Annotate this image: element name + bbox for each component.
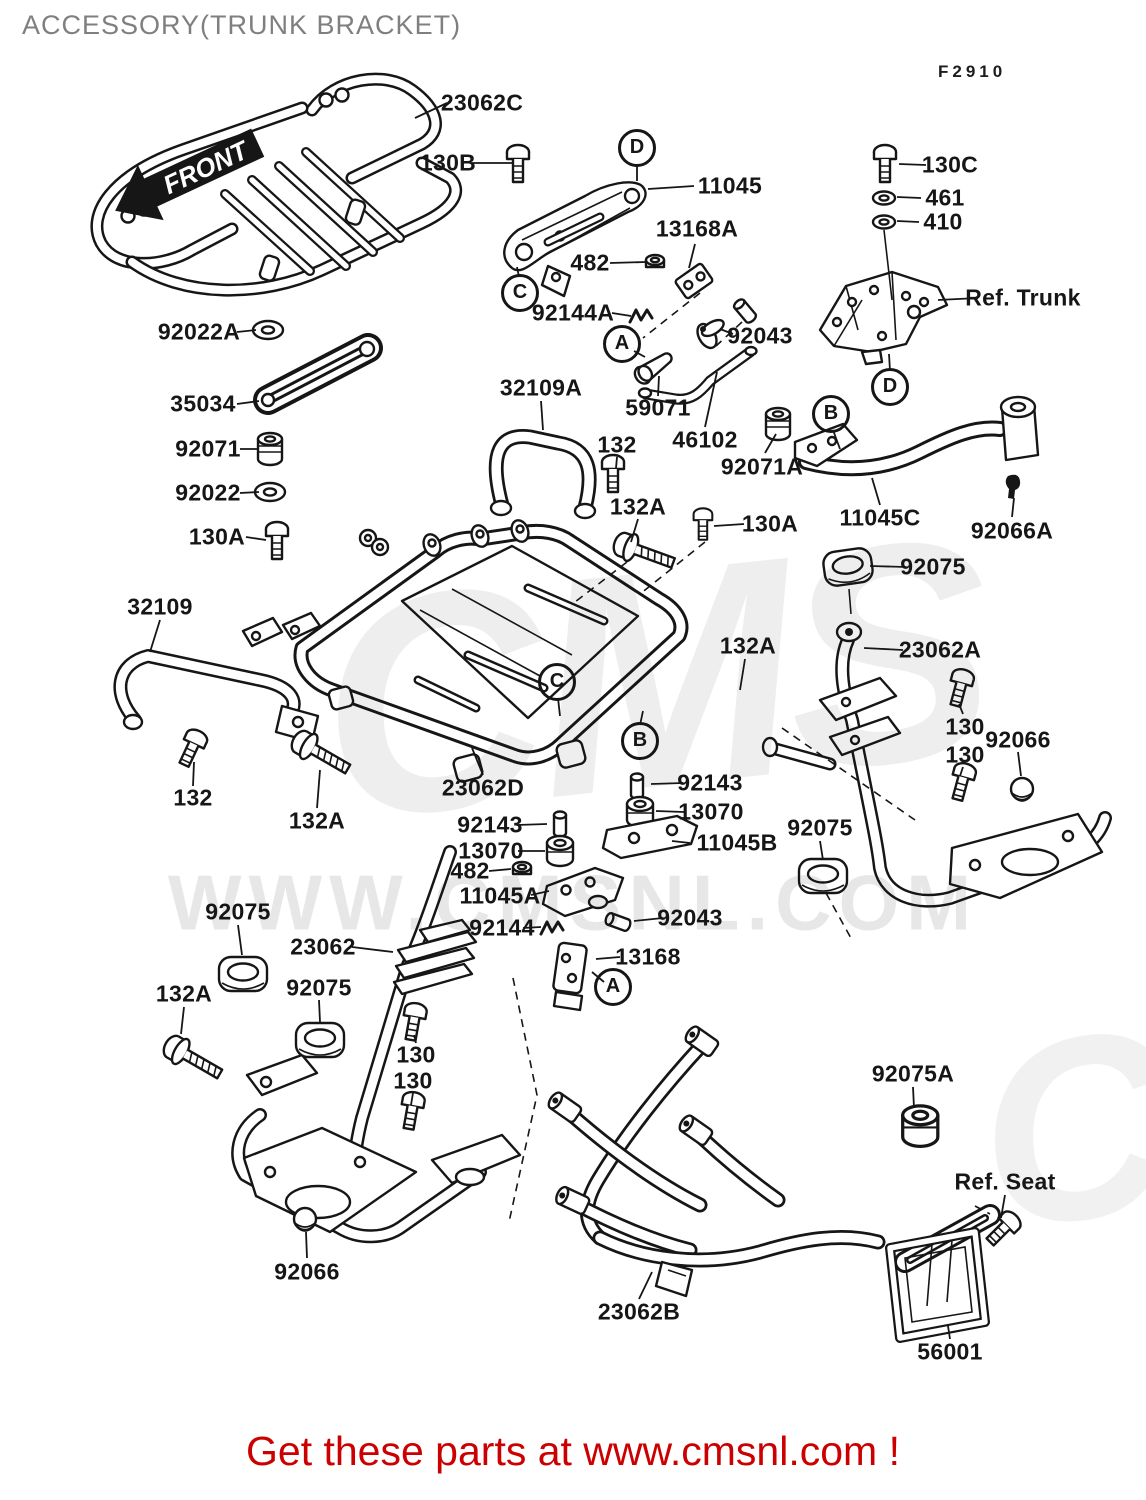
part-callout[interactable]: 92144A — [531, 299, 615, 326]
trunk-bracket-ref — [818, 270, 949, 366]
construction-lines — [508, 292, 991, 1223]
part-callout[interactable]: 23062D — [441, 774, 525, 801]
part-callout[interactable]: 92071A — [720, 453, 804, 480]
part-callout[interactable]: 35034 — [170, 390, 236, 417]
part-callout[interactable]: 92022 — [175, 479, 241, 506]
part-callout[interactable]: 46102 — [672, 426, 738, 453]
part-callout[interactable]: 13070 — [458, 837, 524, 864]
part-callout[interactable]: 130C — [921, 151, 979, 178]
part-callout[interactable]: 92066 — [985, 726, 1051, 753]
strap-35034 — [253, 333, 383, 415]
part-callout[interactable]: 92075 — [787, 814, 853, 841]
part-callout[interactable]: 130B — [419, 149, 477, 176]
part-callout[interactable]: 130 — [393, 1067, 433, 1094]
part-callout[interactable]: 132 — [597, 431, 637, 458]
circled-letter-callout: A — [603, 325, 641, 363]
part-callout[interactable]: 130 — [945, 713, 985, 740]
bracket-11045 — [503, 181, 647, 298]
part-callout[interactable]: 132A — [719, 632, 777, 659]
circled-letter-callout: B — [621, 722, 659, 760]
pipe-11045c — [793, 395, 1040, 477]
part-callout[interactable]: 482 — [570, 249, 610, 276]
part-callout[interactable]: 92066 — [274, 1258, 340, 1285]
block-13168a — [674, 262, 714, 300]
circled-letter-callout: D — [618, 129, 656, 167]
part-callout[interactable]: 130A — [188, 523, 246, 550]
part-callout[interactable]: 23062A — [898, 636, 982, 663]
part-callout[interactable]: 92022A — [157, 318, 241, 345]
part-callout[interactable]: 410 — [923, 208, 963, 235]
part-callout[interactable]: 92075 — [286, 974, 352, 1001]
plate-11045b — [601, 814, 699, 860]
part-callout[interactable]: 92075A — [871, 1060, 955, 1087]
part-callout[interactable]: 130 — [945, 741, 985, 768]
part-callout[interactable]: 59071 — [625, 394, 691, 421]
part-callout[interactable]: 92144 — [469, 914, 535, 941]
part-callout[interactable]: 11045A — [459, 882, 541, 909]
fitting-92043-top — [696, 318, 725, 350]
bracket-11045a — [541, 866, 625, 918]
part-callout[interactable]: 92066A — [970, 517, 1054, 544]
footer-link-text[interactable]: Get these parts at www.cmsnl.com ! — [246, 1428, 900, 1474]
part-callout[interactable]: 130 — [396, 1041, 436, 1068]
part-callout[interactable]: 23062B — [597, 1298, 681, 1325]
part-callout[interactable]: 13168A — [655, 215, 739, 242]
part-callout[interactable]: 130A — [741, 510, 799, 537]
stay-23062a — [761, 621, 1112, 908]
figure-code: F2910 — [938, 62, 1007, 81]
part-callout[interactable]: 132 — [173, 784, 213, 811]
part-callout[interactable]: 92043 — [657, 904, 723, 931]
block-13168 — [552, 941, 588, 1012]
part-callout[interactable]: 32109 — [127, 593, 193, 620]
handle-32109a — [488, 429, 597, 520]
leader-lines — [149, 102, 1022, 1340]
part-callout[interactable]: 11045B — [696, 829, 778, 856]
part-callout[interactable]: 92075 — [900, 553, 966, 580]
part-callout[interactable]: 11045 — [697, 172, 763, 199]
part-callout[interactable]: 132A — [288, 807, 346, 834]
part-callout[interactable]: 461 — [925, 184, 965, 211]
part-callout[interactable]: 92075 — [205, 898, 271, 925]
pin-59071 — [633, 352, 673, 385]
circled-letter-callout: B — [812, 395, 850, 433]
circled-letter-callout: C — [501, 274, 539, 312]
part-callout[interactable]: 32109A — [499, 374, 583, 401]
circled-letter-callout: A — [594, 968, 632, 1006]
part-callout[interactable]: 92071 — [175, 435, 241, 462]
rod-46102 — [637, 345, 758, 405]
part-callout[interactable]: 23062C — [440, 89, 524, 116]
circled-letter-callout: C — [538, 663, 576, 701]
luggage-rack-23062c — [90, 72, 463, 297]
part-callout[interactable]: 132A — [155, 980, 213, 1007]
part-callout[interactable]: 92043 — [727, 322, 793, 349]
part-callout[interactable]: 132A — [609, 493, 667, 520]
part-callout[interactable]: 92143 — [457, 811, 523, 838]
handle-32109 — [113, 649, 320, 744]
part-callout[interactable]: 482 — [450, 857, 490, 884]
part-callout[interactable]: 11045C — [839, 504, 921, 531]
stay-23062 — [231, 845, 522, 1244]
plate-56001 — [885, 1204, 1001, 1343]
part-callout[interactable]: 92143 — [677, 769, 743, 796]
part-callout[interactable]: 23062 — [290, 933, 356, 960]
circled-letter-callout: D — [871, 368, 909, 406]
part-callout[interactable]: 56001 — [917, 1338, 983, 1365]
reference-callout: Ref. Trunk — [965, 284, 1081, 311]
page-title: ACCESSORY(TRUNK BRACKET) — [22, 10, 462, 40]
reference-callout: Ref. Seat — [954, 1168, 1056, 1195]
part-callout[interactable]: 13168 — [615, 943, 681, 970]
carrier-23062d — [241, 519, 689, 783]
part-callout[interactable]: 13070 — [678, 798, 744, 825]
